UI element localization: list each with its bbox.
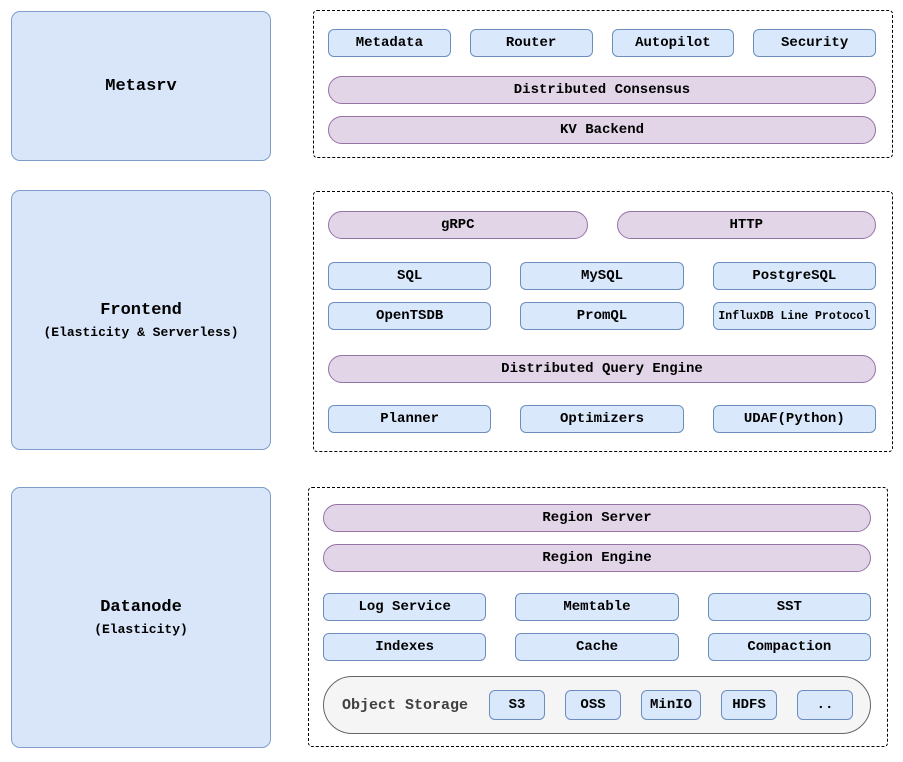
box-mysql: MySQL: [520, 262, 684, 290]
box-memtable: Memtable: [515, 593, 679, 621]
pill-http: HTTP: [616, 211, 876, 239]
node-frontend: Frontend (Elasticity & Serverless): [11, 190, 271, 450]
box-security: Security: [753, 29, 876, 57]
pill-kv-backend: KV Backend: [328, 116, 876, 144]
box-indexes: Indexes: [323, 633, 487, 661]
node-datanode-subtitle: (Elasticity): [94, 622, 188, 637]
frontend-protocols-row-2: OpenTSDB PromQL InfluxDB Line Protocol: [328, 302, 876, 330]
box-log-service: Log Service: [323, 593, 487, 621]
node-datanode-title: Datanode: [100, 598, 182, 617]
object-storage-label: Object Storage: [342, 696, 469, 714]
panel-datanode: Region Server Region Engine Log Service …: [308, 487, 888, 747]
box-router: Router: [469, 29, 593, 57]
panel-metasrv: Metadata Router Autopilot Security Distr…: [313, 10, 893, 158]
node-frontend-subtitle: (Elasticity & Serverless): [43, 324, 239, 340]
box-udaf-python: UDAF(Python): [712, 405, 876, 433]
box-planner: Planner: [328, 405, 492, 433]
node-metasrv-title: Metasrv: [105, 76, 177, 96]
box-sst: SST: [707, 593, 871, 621]
box-metadata: Metadata: [328, 29, 451, 57]
frontend-engine-row: Planner Optimizers UDAF(Python): [328, 405, 876, 433]
object-storage-container: Object Storage S3 OSS MinIO HDFS ..: [323, 676, 871, 734]
pill-region-engine: Region Engine: [323, 544, 871, 572]
pill-region-server: Region Server: [323, 504, 871, 532]
box-optimizers: Optimizers: [520, 405, 684, 433]
pill-distributed-consensus: Distributed Consensus: [328, 76, 876, 104]
pill-distributed-query-engine: Distributed Query Engine: [328, 355, 876, 383]
frontend-transport-row: gRPC HTTP: [328, 211, 876, 239]
panel-frontend: gRPC HTTP SQL MySQL PostgreSQL OpenTSDB …: [313, 191, 893, 452]
box-sql: SQL: [328, 262, 492, 290]
box-minio: MinIO: [641, 690, 702, 720]
object-storage-backends: S3 OSS MinIO HDFS ..: [489, 690, 854, 720]
box-opentsdb: OpenTSDB: [328, 302, 492, 330]
node-metasrv: Metasrv: [11, 11, 271, 161]
metasrv-components-row: Metadata Router Autopilot Security: [328, 29, 876, 57]
node-datanode: Datanode (Elasticity): [11, 487, 271, 748]
datanode-components-row-1: Log Service Memtable SST: [323, 593, 871, 621]
box-compaction: Compaction: [707, 633, 871, 661]
box-more-backends: ..: [797, 690, 854, 720]
box-oss: OSS: [565, 690, 622, 720]
box-postgresql: PostgreSQL: [712, 262, 876, 290]
box-hdfs: HDFS: [721, 690, 778, 720]
box-autopilot: Autopilot: [611, 29, 735, 57]
node-frontend-title: Frontend: [100, 300, 182, 320]
box-influxdb-line-protocol: InfluxDB Line Protocol: [712, 302, 876, 330]
box-promql: PromQL: [520, 302, 684, 330]
box-cache: Cache: [515, 633, 679, 661]
pill-grpc: gRPC: [328, 211, 588, 239]
datanode-components-row-2: Indexes Cache Compaction: [323, 633, 871, 661]
box-s3: S3: [489, 690, 546, 720]
frontend-protocols-row-1: SQL MySQL PostgreSQL: [328, 262, 876, 290]
